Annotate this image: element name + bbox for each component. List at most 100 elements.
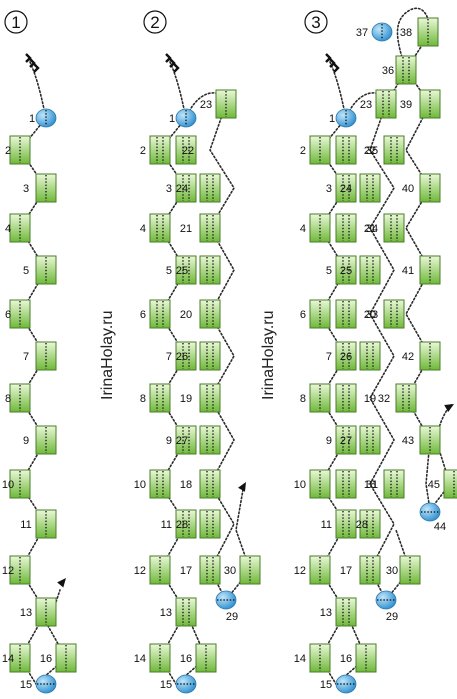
bead-number: 12 — [294, 565, 306, 577]
beads — [9, 17, 457, 694]
bead-number: 8 — [140, 393, 146, 405]
bead-13 — [175, 597, 197, 627]
bead-7 — [35, 341, 57, 371]
bead-5 — [335, 255, 357, 285]
bead-number: 27 — [340, 435, 352, 447]
bead-number: 1 — [29, 113, 35, 125]
bead-27 — [199, 425, 221, 455]
bead-26 — [199, 341, 221, 371]
direction-arrow-icon — [444, 404, 454, 412]
bead-number: 5 — [326, 265, 332, 277]
bead-number: 6 — [140, 309, 146, 321]
bead-number: 25 — [340, 265, 352, 277]
bead-19 — [335, 383, 357, 413]
bead-number: 13 — [320, 607, 332, 619]
watermark-right: IrinaHolay.ru — [260, 310, 277, 400]
bead-number: 10 — [134, 479, 146, 491]
bead-30 — [239, 555, 261, 585]
watermark-left: IrinaHolay.ru — [99, 310, 116, 400]
bead-10 — [149, 469, 171, 499]
bead-number: 45 — [428, 479, 440, 491]
bead-number: 4 — [300, 223, 306, 235]
bead-37 — [371, 22, 393, 42]
bead-number: 26 — [340, 351, 352, 363]
bead-number: 12 — [134, 565, 146, 577]
bead-number: 1 — [329, 113, 335, 125]
bead-number: 9 — [166, 435, 172, 447]
bead-number: 10 — [2, 479, 14, 491]
svg-text:2: 2 — [150, 13, 159, 32]
bead-number: 2 — [5, 145, 11, 157]
bead-number: 7 — [326, 351, 332, 363]
bead-number: 26 — [176, 351, 188, 363]
bead-number: 41 — [402, 265, 414, 277]
bead-number: 30 — [224, 565, 236, 577]
step-marker-2: 2 — [143, 10, 167, 34]
bead-number: 2 — [300, 145, 306, 157]
bead-11 — [335, 509, 357, 539]
bead-number: 15 — [160, 679, 172, 691]
bead-number: 20 — [364, 309, 376, 321]
bead-number: 44 — [434, 521, 446, 533]
bead-number: 7 — [166, 351, 172, 363]
bead-7 — [335, 341, 357, 371]
bead-12 — [9, 555, 31, 585]
bead-14 — [309, 643, 331, 673]
bead-30 — [399, 555, 421, 585]
bead-10 — [309, 469, 331, 499]
bead-number: 5 — [166, 265, 172, 277]
bead-number: 28 — [356, 519, 368, 531]
bead-number: 13 — [20, 607, 32, 619]
step-marker-1: 1 — [4, 10, 28, 34]
bead-number: 23 — [200, 99, 212, 111]
bead-number: 1 — [169, 113, 175, 125]
bead-43 — [419, 425, 441, 455]
bead-number: 39 — [400, 99, 412, 111]
bead-19 — [199, 383, 221, 413]
bead-number: 20 — [180, 309, 192, 321]
bead-23 — [215, 89, 237, 119]
bead-23 — [375, 89, 397, 119]
bead-40 — [419, 173, 441, 203]
bead-number: 16 — [180, 653, 192, 665]
bead-number: 23 — [360, 99, 372, 111]
bead-35 — [383, 135, 405, 165]
bead-number: 6 — [5, 309, 11, 321]
bead-38 — [417, 17, 439, 47]
bead-2 — [309, 135, 331, 165]
bead-25 — [359, 255, 381, 285]
step-marker-3: 3 — [304, 10, 328, 34]
bead-3 — [335, 173, 357, 203]
bead-20 — [335, 299, 357, 329]
bead-28 — [199, 509, 221, 539]
bead-16 — [195, 643, 217, 673]
bead-26 — [359, 341, 381, 371]
bead-number: 21 — [364, 223, 376, 235]
bead-number: 43 — [402, 435, 414, 447]
bead-number: 18 — [180, 479, 192, 491]
bead-14 — [9, 643, 31, 673]
bead-number: 7 — [23, 351, 29, 363]
bead-number: 24 — [176, 183, 188, 195]
bead-number: 30 — [386, 565, 398, 577]
direction-arrow-icon — [238, 482, 246, 492]
bead-number: 4 — [5, 223, 11, 235]
bead-17 — [199, 555, 221, 585]
start-arrow-icon — [325, 53, 340, 73]
bead-6 — [309, 299, 331, 329]
bead-20 — [199, 299, 221, 329]
bead-1 — [175, 108, 197, 128]
bead-4 — [149, 213, 171, 243]
bead-11 — [175, 509, 197, 539]
bead-number: 14 — [2, 653, 14, 665]
bead-number: 17 — [340, 565, 352, 577]
bead-number: 29 — [386, 611, 398, 623]
bead-number: 29 — [226, 611, 238, 623]
bead-13 — [335, 597, 357, 627]
bead-32 — [395, 383, 417, 413]
bead-number: 10 — [294, 479, 306, 491]
bead-number: 25 — [176, 265, 188, 277]
bead-14 — [149, 643, 171, 673]
